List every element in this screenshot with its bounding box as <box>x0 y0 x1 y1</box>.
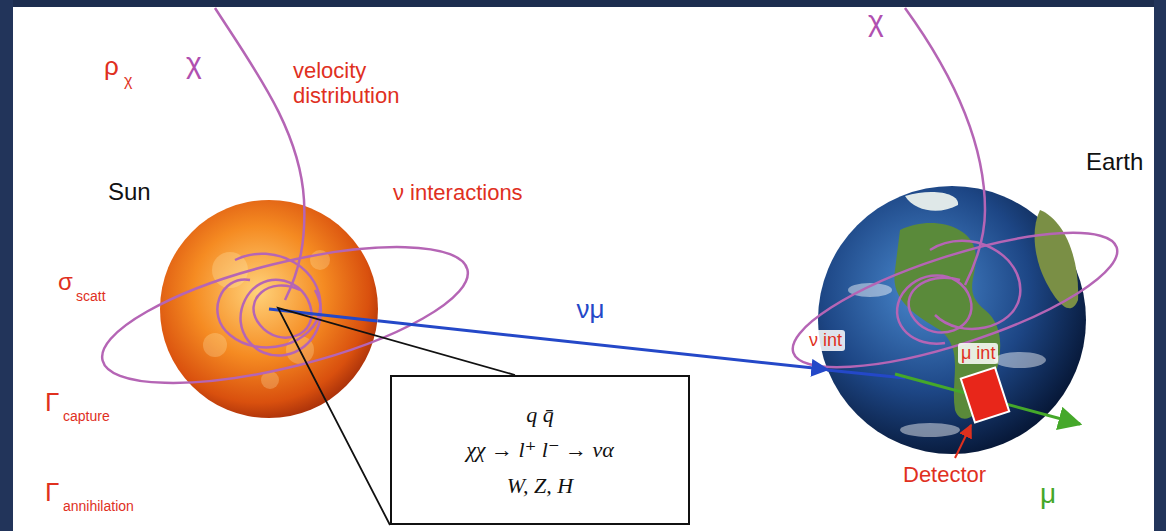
detector-label: Detector <box>903 462 986 487</box>
sun-disc <box>160 200 378 418</box>
note: velocity distribution <box>293 58 463 109</box>
interaction-label: ν int <box>806 330 845 351</box>
process-box: q q̄χχ → l⁺ l⁻ → ναW, Z, H <box>390 375 690 525</box>
orbit <box>217 254 320 348</box>
leader-line <box>955 425 971 458</box>
connector <box>377 321 827 370</box>
node-title: Sun <box>108 178 151 206</box>
interaction-label: μ int <box>958 343 998 364</box>
orbit <box>780 206 1131 395</box>
dark-matter-orbits <box>90 8 1130 411</box>
particle-symbol: μ <box>1040 478 1056 510</box>
earth-node: Earth <box>818 186 1086 454</box>
slide-frame <box>0 0 1166 7</box>
orbit <box>241 280 321 356</box>
note: ν interactions <box>393 180 523 205</box>
detector-symbol <box>961 368 1009 423</box>
reaction-line: q q̄ <box>526 397 554 432</box>
particle-symbol: χ <box>868 4 884 39</box>
subscript: capture <box>63 408 110 424</box>
orbit <box>930 241 1020 329</box>
rate-symbol: Γ <box>45 478 59 508</box>
ice-cap <box>905 192 958 211</box>
sun-node: Sun <box>160 200 378 418</box>
reaction-line: W, Z, H <box>507 468 573 503</box>
node-title: Earth <box>1086 148 1143 176</box>
density-symbol: ρ <box>104 52 119 82</box>
orbit <box>897 276 971 344</box>
slide-frame <box>1154 0 1166 531</box>
reaction-line: χχ → l⁺ l⁻ → να <box>466 432 614 467</box>
subscript: scatt <box>76 288 106 304</box>
wimp-track <box>215 8 304 300</box>
rate-symbol: Γ <box>45 388 59 418</box>
sun-texture <box>203 250 330 389</box>
earth-disc <box>818 186 1086 454</box>
edge-label: νμ <box>573 295 607 325</box>
particle-symbol: χ <box>186 46 202 81</box>
cross-section-symbol: σ <box>58 268 73 296</box>
neutrino-beam <box>827 370 905 378</box>
subscript: χ <box>124 72 132 90</box>
continent <box>1035 210 1079 308</box>
slide-frame <box>0 0 13 531</box>
subscript: annihilation <box>63 498 134 514</box>
